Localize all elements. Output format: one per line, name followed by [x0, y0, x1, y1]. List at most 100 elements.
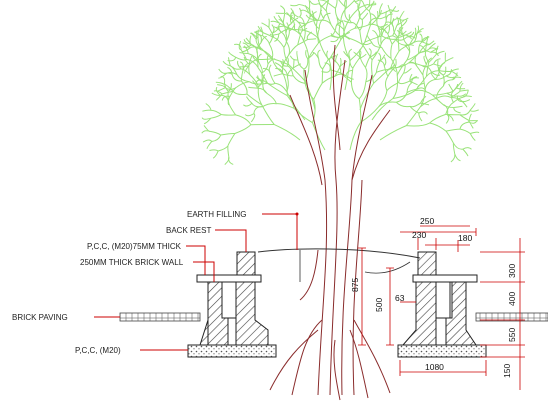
canopy-branch — [290, 7, 295, 20]
canopy-branch — [436, 50, 445, 55]
canopy-branch — [349, 57, 354, 69]
canopy-branch — [308, 12, 318, 21]
canopy-branch — [406, 52, 420, 61]
canopy-branch — [286, 95, 306, 121]
canopy-branch — [360, 106, 380, 123]
canopy-branch — [209, 149, 219, 152]
canopy-branch — [267, 58, 276, 65]
canopy-branch — [404, 44, 414, 47]
canopy-branch — [380, 35, 393, 45]
canopy-branch — [365, 56, 371, 68]
canopy-branch — [423, 55, 427, 65]
canopy-branch — [406, 45, 411, 61]
canopy-branch — [304, 16, 311, 28]
canopy-branch — [278, 28, 289, 35]
canopy-branch — [262, 74, 266, 83]
canopy-branch — [232, 66, 242, 70]
canopy-branch — [260, 36, 267, 44]
canopy-branch — [291, 18, 296, 31]
canopy-branch — [210, 114, 222, 119]
canopy-branch — [368, 0, 375, 11]
canopy-branch — [396, 59, 408, 76]
canopy-branch — [235, 114, 252, 125]
canopy-branch — [257, 53, 262, 63]
canopy-branch — [431, 71, 441, 77]
canopy-branch — [362, 42, 373, 46]
canopy-branch — [403, 35, 410, 47]
canopy-branch — [248, 63, 251, 76]
canopy-branch — [387, 25, 390, 35]
canopy-branch — [371, 43, 382, 61]
canopy-branch — [205, 103, 212, 111]
canopy-branch — [379, 3, 383, 15]
canopy-branch — [445, 69, 453, 77]
canopy-branch — [321, 75, 335, 84]
canopy-branch — [235, 56, 247, 61]
canopy-branch — [273, 36, 285, 48]
canopy-branch — [368, 48, 372, 58]
canopy-branch — [227, 91, 230, 103]
canopy-branch — [419, 33, 423, 43]
canopy-branch — [348, 14, 353, 24]
canopy-branch — [268, 64, 272, 74]
canopy-branch — [230, 65, 238, 75]
canopy-branch — [315, 20, 320, 40]
canopy-branch — [290, 17, 299, 24]
canopy-branch — [358, 53, 367, 60]
label-pcc-m20: P,C,C, (M20) — [75, 346, 121, 355]
canopy-branch — [298, 25, 301, 35]
canopy-branch — [317, 49, 321, 59]
canopy-branch — [334, 73, 347, 77]
canopy-branch — [459, 128, 471, 134]
canopy-branch — [390, 43, 393, 59]
canopy-branch — [279, 22, 290, 30]
canopy-branch — [391, 18, 395, 28]
canopy-branch — [448, 83, 454, 92]
canopy-branch — [275, 25, 285, 29]
canopy-branch — [406, 88, 418, 94]
canopy-branch — [286, 91, 295, 109]
canopy-branch — [240, 80, 248, 95]
canopy-branch — [435, 45, 439, 55]
canopy-branch — [344, 6, 349, 21]
canopy-branch — [414, 57, 418, 67]
canopy-branch — [372, 29, 379, 38]
canopy-branch — [394, 58, 397, 68]
canopy-branch — [418, 112, 423, 122]
canopy-branch — [459, 89, 469, 92]
canopy-branch — [358, 81, 367, 100]
canopy-branch — [361, 44, 373, 61]
canopy-branch — [387, 67, 395, 77]
canopy-branch — [249, 74, 259, 87]
canopy-branch — [380, 28, 389, 35]
canopy-branch — [287, 44, 299, 56]
canopy-branch — [375, 61, 380, 73]
canopy-branch — [267, 82, 288, 97]
canopy-branch — [285, 23, 292, 34]
canopy-branch — [335, 53, 339, 63]
canopy-branch — [468, 120, 478, 124]
dim-875: 875 — [350, 278, 360, 292]
canopy-branch — [459, 121, 469, 130]
canopy-branch — [398, 72, 405, 83]
canopy-branch — [305, 14, 314, 20]
canopy-branch — [386, 81, 399, 91]
canopy-branch — [411, 77, 420, 83]
canopy-branch — [282, 13, 286, 23]
canopy-branch — [469, 133, 476, 141]
canopy-branch — [202, 139, 213, 143]
dim-300: 300 — [507, 264, 517, 278]
left-pcc-base — [187, 344, 277, 358]
canopy-branch — [261, 48, 273, 60]
canopy-branch — [342, 29, 350, 39]
canopy-branch — [445, 130, 454, 144]
canopy-branch — [406, 36, 416, 39]
canopy-branch — [323, 12, 331, 19]
canopy-branch — [300, 27, 308, 35]
canopy-branch — [328, 59, 332, 91]
canopy-branch — [257, 58, 272, 60]
canopy-branch — [275, 67, 283, 74]
canopy-branch — [371, 42, 382, 49]
canopy-branch — [227, 57, 231, 66]
canopy-branch — [409, 73, 413, 84]
